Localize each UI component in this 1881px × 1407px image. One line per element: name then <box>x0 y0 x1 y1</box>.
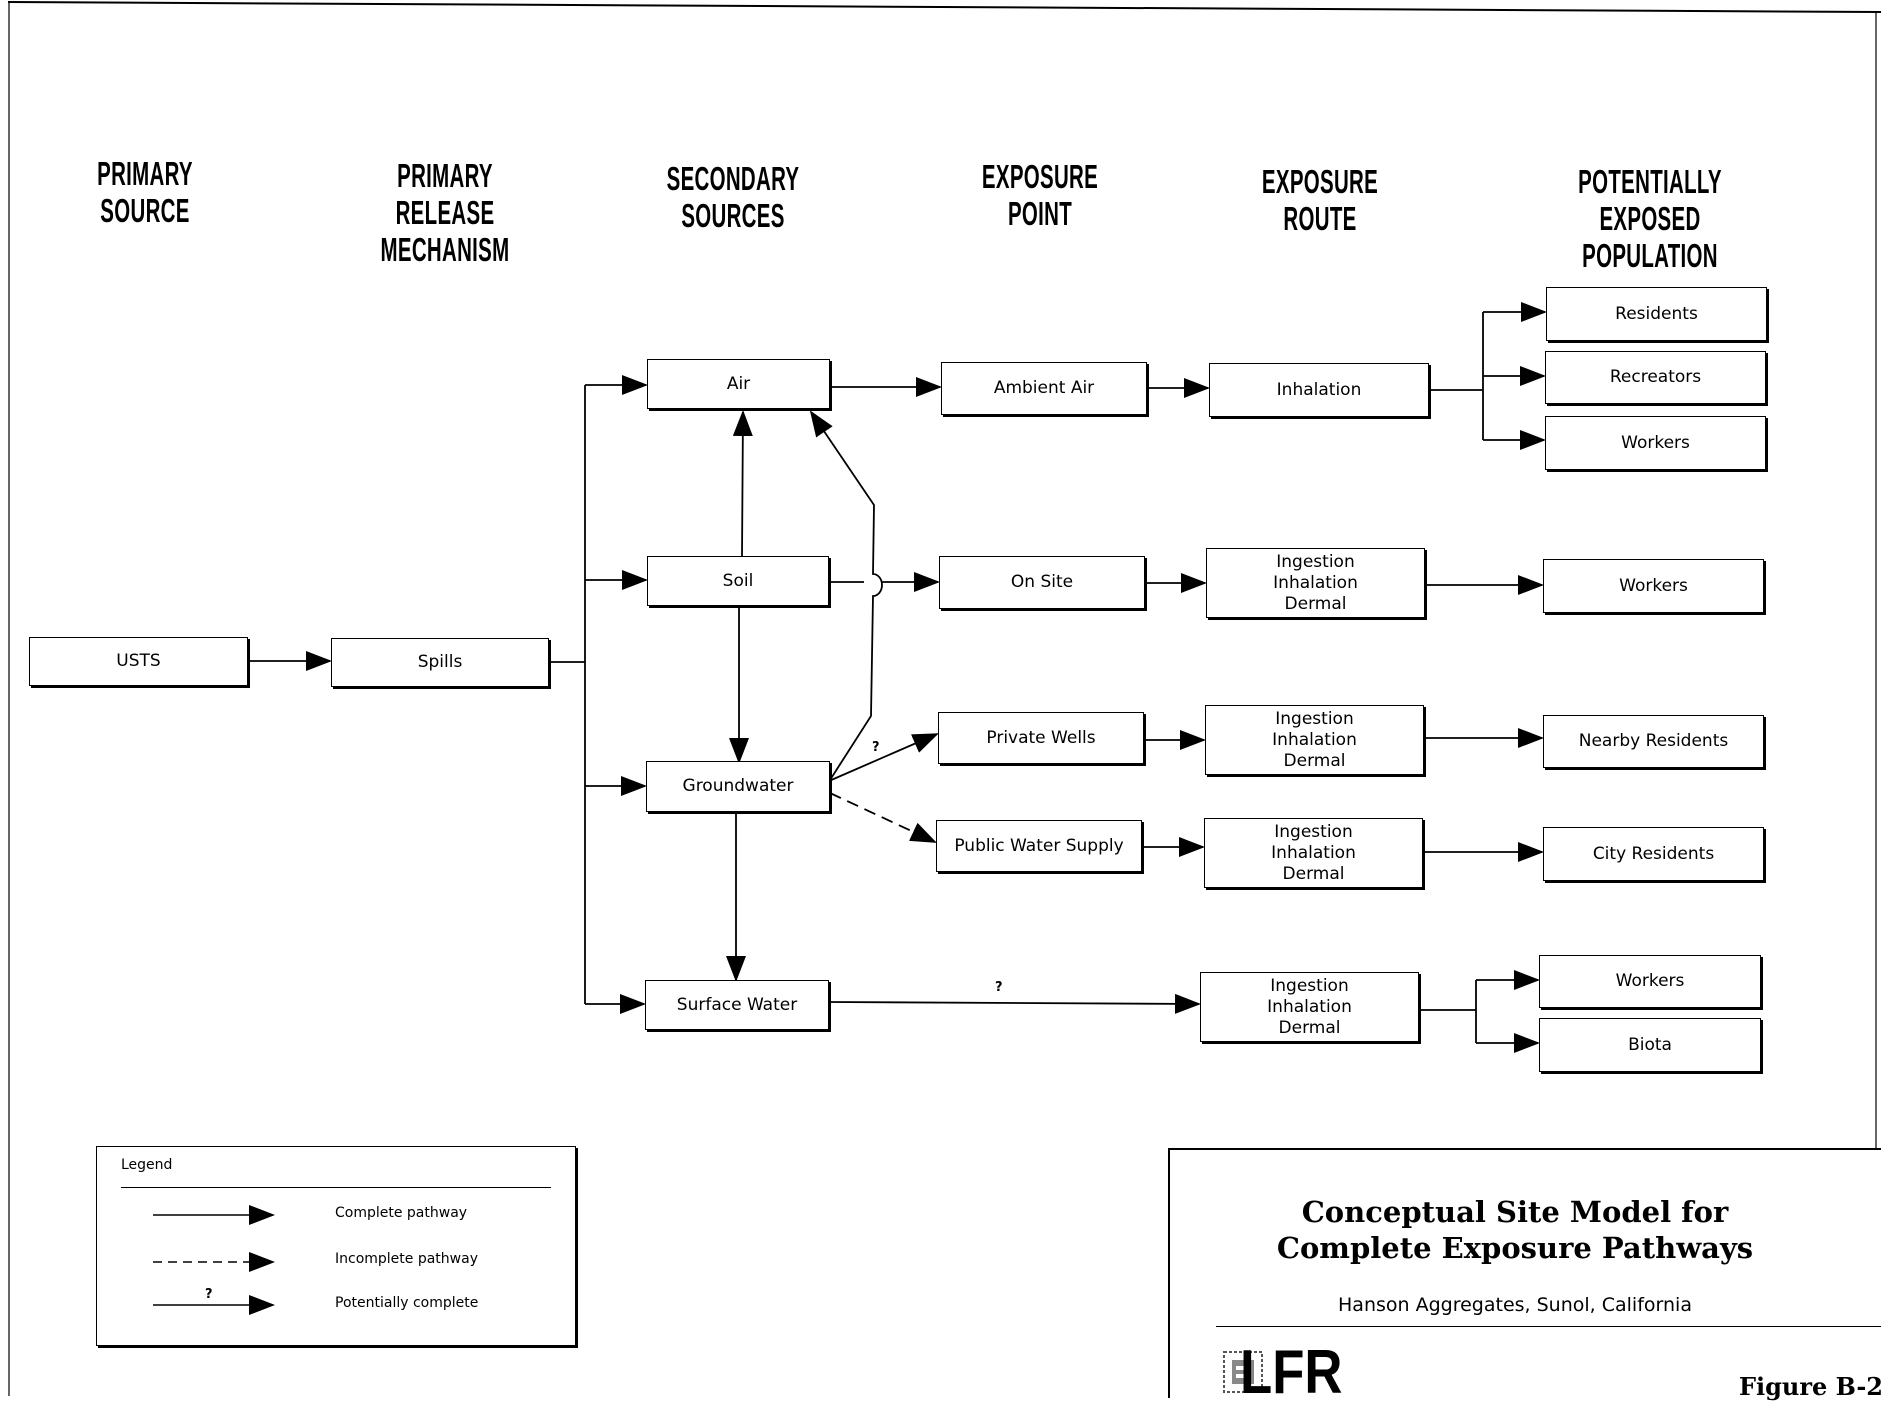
node-recreators: Recreators <box>1545 351 1766 404</box>
legend-complete-label: Complete pathway <box>335 1205 468 1221</box>
legend-title: Legend <box>121 1157 173 1173</box>
node-inhalation: Inhalation <box>1209 363 1429 417</box>
node-surface-water: Surface Water <box>645 980 829 1030</box>
legend-potential-mark: ? <box>205 1287 213 1302</box>
node-on-site: On Site <box>939 556 1145 609</box>
potential-mark-surface-water: ? <box>995 980 1003 995</box>
node-route-surface-water: Ingestion Inhalation Dermal <box>1200 972 1419 1042</box>
node-private-wells: Private Wells <box>938 712 1144 764</box>
legend: Legend ? Complete pathway Incomplete pat… <box>96 1146 576 1346</box>
heading-secondary-sources: SECONDARY SOURCES <box>666 160 800 234</box>
node-workers-onsite: Workers <box>1543 559 1764 613</box>
node-residents: Residents <box>1546 287 1767 341</box>
node-biota: Biota <box>1539 1018 1761 1072</box>
node-workers-air: Workers <box>1545 416 1766 470</box>
node-route-private-wells: Ingestion Inhalation Dermal <box>1205 705 1424 775</box>
company-logo-icon <box>1223 1351 1263 1393</box>
node-workers-surface: Workers <box>1539 955 1761 1008</box>
legend-divider <box>121 1187 551 1188</box>
node-soil: Soil <box>647 556 829 606</box>
node-route-public-water: Ingestion Inhalation Dermal <box>1204 818 1423 888</box>
figure-title: Conceptual Site Model for Complete Expos… <box>1276 1195 1754 1265</box>
node-public-water-supply: Public Water Supply <box>936 820 1142 872</box>
legend-samples <box>153 1205 275 1315</box>
figure-number: Figure B-2 <box>1738 1372 1881 1401</box>
node-spills: Spills <box>331 638 549 687</box>
heading-exposure-point: EXPOSURE POINT <box>981 158 1099 232</box>
potential-mark-private-wells: ? <box>872 740 880 755</box>
company-logo-text: LFR <box>1240 1338 1343 1407</box>
title-block: Conceptual Site Model for Complete Expos… <box>1168 1148 1881 1404</box>
legend-incomplete-label: Incomplete pathway <box>335 1251 478 1267</box>
node-groundwater: Groundwater <box>646 761 830 812</box>
heading-primary-source: PRIMARY SOURCE <box>97 155 193 229</box>
node-air: Air <box>647 359 830 409</box>
node-city-residents: City Residents <box>1543 827 1764 881</box>
node-usts: USTS <box>29 637 248 686</box>
figure-subtitle: Hanson Aggregates, Sunol, California <box>1338 1294 1692 1316</box>
heading-exposure-route: EXPOSURE ROUTE <box>1261 163 1379 237</box>
node-ambient-air: Ambient Air <box>941 362 1147 415</box>
heading-primary-release-mechanism: PRIMARY RELEASE MECHANISM <box>380 157 510 268</box>
heading-potentially-exposed-population: POTENTIALLY EXPOSED POPULATION <box>1578 163 1722 274</box>
title-divider <box>1216 1326 1881 1327</box>
node-nearby-residents: Nearby Residents <box>1543 715 1764 768</box>
legend-potential-label: Potentially complete <box>335 1295 479 1311</box>
node-route-onsite: Ingestion Inhalation Dermal <box>1206 548 1425 618</box>
